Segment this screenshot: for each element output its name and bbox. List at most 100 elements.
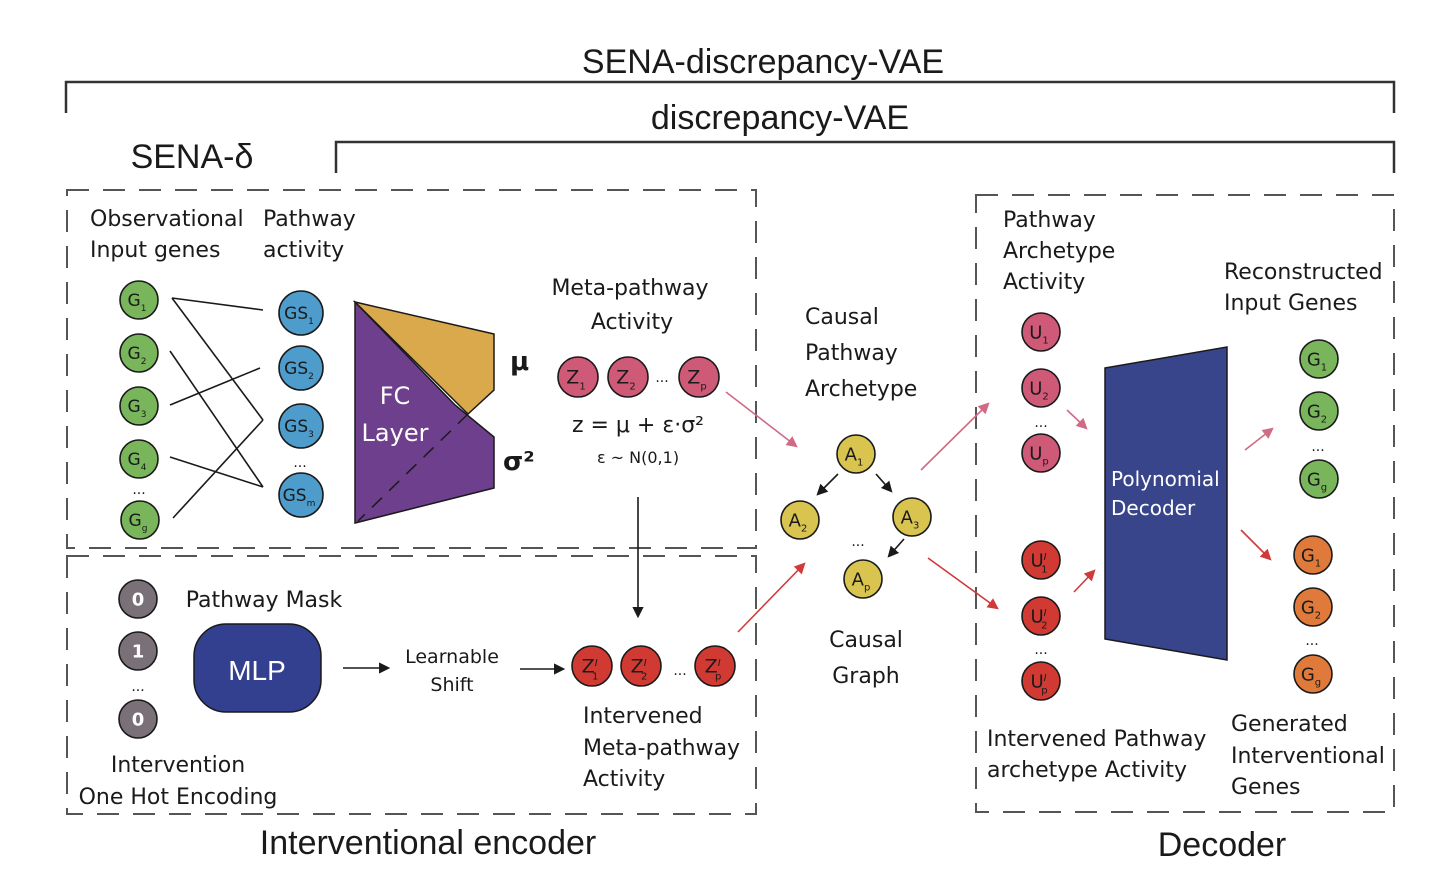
archetype-activity-node: Up — [1021, 433, 1061, 473]
generated-gene-node: Gg — [1293, 654, 1333, 694]
decoder-to-recon-arrow — [1244, 427, 1274, 451]
archetype-node-label: A1 — [845, 444, 864, 468]
archetype-activity-node-circle — [1021, 368, 1061, 408]
intervened-meta-node-circle — [571, 645, 613, 687]
title-sena-delta: SENA-δ — [131, 138, 254, 176]
fc-layer-mu-shape — [352, 300, 495, 416]
polynomial-decoder-label-1: Polynomial — [1111, 467, 1220, 491]
one-hot-nodes: 010 — [118, 579, 158, 739]
input-gene-node: G1 — [119, 280, 159, 320]
archetype-node-label: A2 — [789, 510, 808, 534]
causal-edges — [816, 473, 905, 558]
z-ellipsis: ... — [655, 370, 668, 386]
polynomial-decoder-block — [1104, 346, 1228, 661]
input-gene-node-circle — [119, 280, 159, 320]
fc-layer-label-1: FC — [380, 382, 411, 410]
one-hot-node-label: 0 — [132, 589, 145, 610]
edge-a3-ap — [887, 538, 905, 558]
epsilon-distribution: ε ~ N(0,1) — [597, 448, 679, 467]
one-hot-node-circle — [118, 699, 158, 739]
pathway-node: GS2 — [278, 345, 324, 391]
input-gene-node-label: G2 — [128, 344, 147, 367]
one-hot-node-circle — [118, 631, 158, 671]
archetype-node-circle — [843, 559, 883, 599]
one-hot-node-label: 1 — [132, 641, 145, 662]
ui-ellipsis: ... — [1034, 642, 1047, 658]
one-hot-node-circle — [118, 579, 158, 619]
reparam-formula: z = μ + ε·σ² — [572, 413, 704, 438]
meta-pathway-node-label: Z1 — [566, 367, 585, 393]
connection-line — [169, 456, 264, 488]
bracket-sena-discrepancy-vae — [64, 80, 1396, 113]
fc-layer-label-2: Layer — [362, 419, 429, 447]
recon-ellipsis: ... — [1311, 439, 1324, 455]
archetype-node-circle — [892, 497, 932, 537]
archetype-activity-node: U2 — [1021, 368, 1061, 408]
input-gene-node: G4 — [119, 439, 159, 479]
intervention-label-1: Intervention — [111, 753, 245, 778]
decoder-box — [975, 194, 1395, 813]
mu-label: μ — [510, 347, 529, 377]
intervened-meta-label-3: Activity — [583, 767, 665, 792]
archetype-node: A3 — [892, 497, 932, 537]
pathway-node-circle — [278, 403, 324, 449]
causal-archetype-label-2: Pathway — [805, 341, 898, 366]
input-gene-node: G3 — [119, 386, 159, 426]
input-gene-node-circle — [119, 333, 159, 373]
archetype-node: Ap — [843, 559, 883, 599]
causal-to-ui-arrow — [927, 557, 999, 610]
pathway-mask-label: Pathway Mask — [186, 588, 343, 613]
generated-gene-node-label: Gg — [1301, 664, 1321, 688]
input-gene-node-circle — [119, 439, 159, 479]
meta-pathway-nodes: Z1 Z2 Zp — [557, 356, 720, 398]
intervened-activity-node-circle — [1021, 540, 1061, 580]
z-to-causal-arrow — [725, 391, 798, 448]
archetype-node: A2 — [780, 500, 820, 540]
archetype-activity-node-circle — [1021, 312, 1061, 352]
archetype-activity-node-label: U1 — [1029, 322, 1049, 346]
generated-gene-node-label: G1 — [1301, 545, 1321, 569]
u-ellipsis: ... — [1034, 415, 1047, 431]
genes-ellipsis: ... — [132, 482, 145, 498]
one-hot-node: 0 — [118, 579, 158, 619]
meta-pathway-node-circle — [678, 356, 720, 398]
edge-a1-a3 — [875, 473, 893, 493]
pathway-node: GS3 — [278, 403, 324, 449]
sena-encoder-box — [66, 189, 757, 549]
pathway-archetype-activity-label-3: Activity — [1003, 270, 1085, 295]
input-gene-node-label: G4 — [128, 450, 147, 473]
pathway-node: GS1 — [278, 290, 324, 336]
generated-gene-node-circle — [1293, 654, 1333, 694]
pathway-node-label: GS1 — [284, 304, 314, 327]
reconstructed-gene-node-label: G1 — [1307, 349, 1327, 373]
interventional-encoder-box — [66, 555, 757, 815]
pathway-node-label: GS3 — [284, 417, 314, 440]
u-to-decoder-arrow — [1066, 409, 1088, 430]
title-sena-discrepancy-vae: SENA-discrepancy-VAE — [582, 43, 944, 81]
edge-a1-a2 — [816, 473, 839, 496]
pathway-node-circle — [278, 345, 324, 391]
meta-pathway-node-label: Z2 — [616, 367, 635, 393]
generated-gene-node-circle — [1293, 535, 1333, 575]
reconstructed-gene-node: Gg — [1299, 459, 1339, 499]
reconstructed-gene-node-label: G2 — [1307, 401, 1327, 425]
connection-line — [172, 419, 264, 519]
meta-pathway-node: Z1 — [557, 356, 599, 398]
reconstructed-gene-node-circle — [1299, 339, 1339, 379]
archetype-activity-node: U1 — [1021, 312, 1061, 352]
intervened-meta-label-2: Meta-pathway — [583, 736, 740, 761]
meta-pathway-node: Zp — [678, 356, 720, 398]
zi-ellipsis: ... — [673, 663, 686, 679]
